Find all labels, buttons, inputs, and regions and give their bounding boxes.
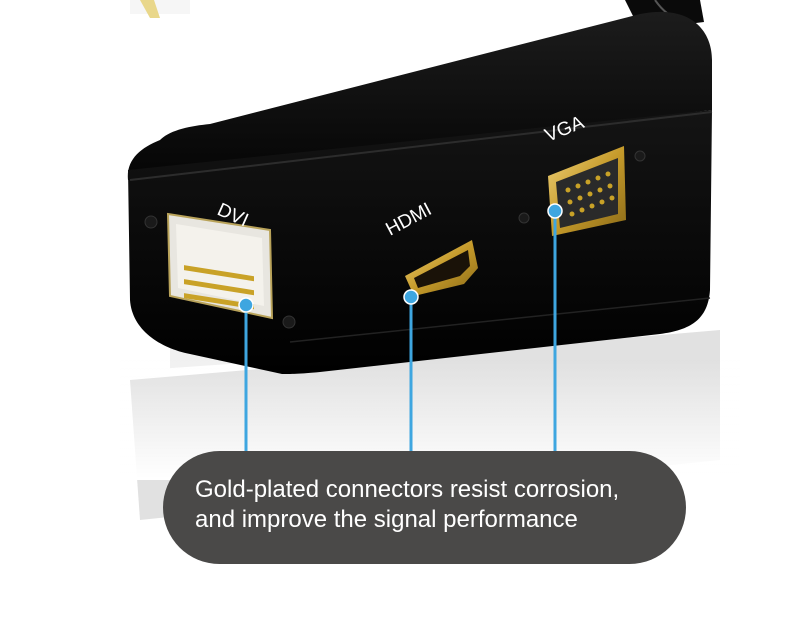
- vga-leader-dot: [547, 203, 563, 219]
- hdmi-leader-dot: [403, 289, 419, 305]
- dvi-port: [144, 212, 296, 329]
- leader-lines: [244, 212, 557, 452]
- hdmi-port: [405, 240, 478, 296]
- vga-port: [518, 146, 646, 236]
- feature-callout: Gold-plated connectors resist corrosion,…: [163, 451, 686, 564]
- callout-line-1: Gold-plated connectors resist corrosion,: [195, 476, 620, 503]
- dvi-leader-dot: [238, 297, 254, 313]
- leader-dots: [238, 203, 563, 313]
- callout-line-2: and improve the signal performance: [195, 506, 578, 533]
